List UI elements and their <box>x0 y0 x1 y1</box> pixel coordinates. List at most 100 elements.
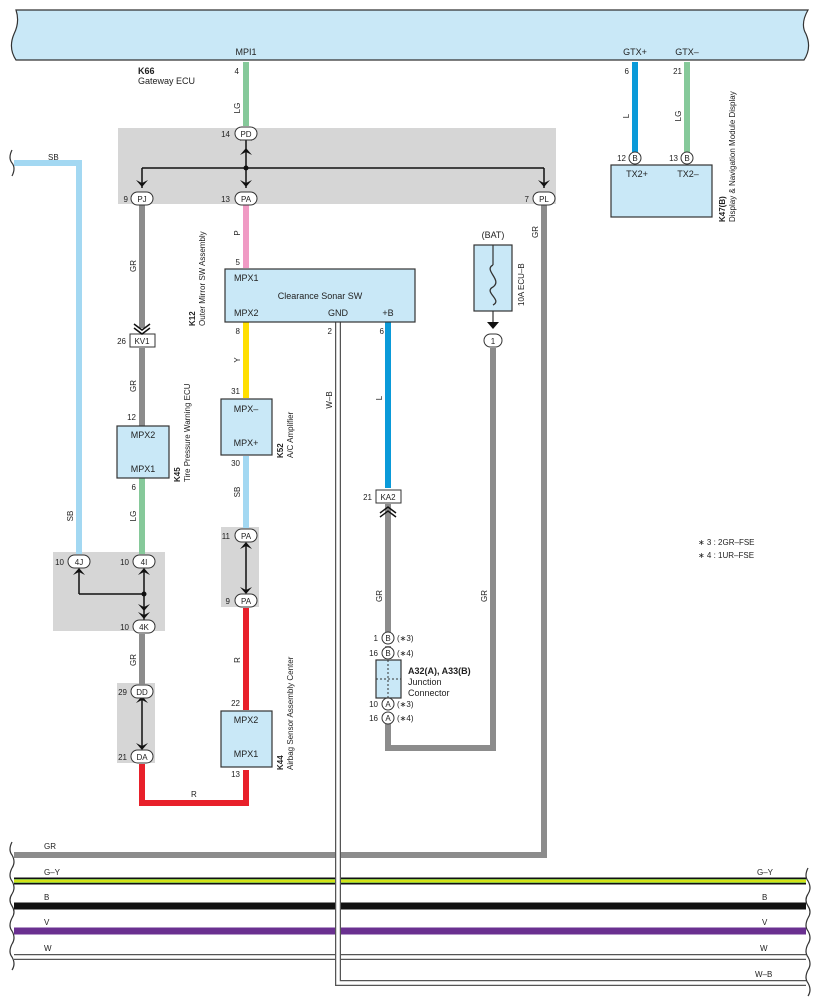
gateway-bus <box>10 9 810 61</box>
wire-label-lg: LG <box>129 511 138 522</box>
gateway-name: Gateway ECU <box>138 76 195 86</box>
pin-label: 31 <box>231 387 240 396</box>
connector-4j: 4J <box>75 558 83 567</box>
gateway-port-mpi1: MPI1 <box>235 47 256 57</box>
fuse-name: 10A ECU–B <box>517 263 526 306</box>
wire-label-gr: GR <box>129 654 138 666</box>
variant-tag-4: (∗4) <box>397 714 414 723</box>
wire-label-wb: W–B <box>325 391 334 408</box>
wire-gr-pl <box>14 204 547 858</box>
wire-label-gr: GR <box>44 842 56 851</box>
junction-dot <box>141 591 147 597</box>
wire-label-w: W <box>44 944 52 953</box>
variant-tag-4: (∗4) <box>397 649 414 658</box>
pin-label: 30 <box>231 459 240 468</box>
sonar-mpx2: MPX2 <box>234 308 259 318</box>
pin-label: 10 <box>120 558 129 567</box>
connector-4k: 4K <box>139 623 149 632</box>
pin-label: 16 <box>369 714 378 723</box>
junction-dot <box>243 165 249 171</box>
wire-label-b: B <box>44 893 49 902</box>
ac-mpx-minus: MPX– <box>234 404 259 414</box>
wire-label-v: V <box>762 918 768 927</box>
pin-label: 13 <box>669 154 678 163</box>
wire-label-r: R <box>191 790 197 799</box>
pin-label: 6 <box>625 67 630 76</box>
wire-label-y: Y <box>233 357 242 363</box>
wire-label-lg: LG <box>674 111 683 122</box>
wire-break-marks <box>9 149 811 997</box>
airbag-code: K44 <box>276 755 285 770</box>
pin-label: 5 <box>236 258 241 267</box>
pin-label: 10 <box>120 623 129 632</box>
junction-block-top <box>118 128 556 204</box>
fuse-icon <box>489 264 497 306</box>
airbag-mpx1: MPX1 <box>234 749 259 759</box>
tire-pressure-ecu-box <box>116 425 170 479</box>
wire-label-gr: GR <box>531 226 540 238</box>
wire-label-v: V <box>44 918 50 927</box>
fuse-pin: 1 <box>491 337 496 346</box>
ka2-connector <box>375 489 402 504</box>
sonar-mpx1: MPX1 <box>234 273 259 283</box>
pin-label: 26 <box>117 337 126 346</box>
wire-label-gr: GR <box>129 260 138 272</box>
pin-label: 11 <box>222 532 231 541</box>
variant-tag-3: (∗3) <box>397 634 414 643</box>
circle-connectors <box>381 151 694 725</box>
gateway-port-gtx-minus: GTX– <box>675 47 699 57</box>
pin-label: 2 <box>328 327 333 336</box>
pin-label: 6 <box>132 483 137 492</box>
wire-sb-left <box>14 160 82 554</box>
pill-connectors <box>67 126 556 764</box>
variant-tag-3: (∗3) <box>397 700 414 709</box>
wire-label-b: B <box>762 893 767 902</box>
sonar-title: Clearance Sonar SW <box>278 291 363 301</box>
tire-mpx1: MPX1 <box>131 464 156 474</box>
tire-mpx2: MPX2 <box>131 430 156 440</box>
connector-pa: PA <box>241 195 252 204</box>
pin-label: 22 <box>231 699 240 708</box>
wire-label-sb: SB <box>233 487 242 498</box>
pin-label: 13 <box>231 770 240 779</box>
tire-name: Tire Pressure Warning ECU <box>183 383 192 482</box>
pin-label: 21 <box>673 67 682 76</box>
wire-label-l: L <box>622 113 631 118</box>
wire-label-gr: GR <box>375 590 384 602</box>
pin-label: 9 <box>226 597 231 606</box>
pin-label: 10 <box>369 700 378 709</box>
junction-connector-code: A32(A), A33(B) <box>408 666 471 676</box>
airbag-mpx2: MPX2 <box>234 715 259 725</box>
junction-connector-icon <box>375 659 402 699</box>
pin-label: 4 <box>235 67 240 76</box>
wire-label-sb: SB <box>48 153 59 162</box>
connector-ka2: KA2 <box>380 493 396 502</box>
connector-da: DA <box>136 753 148 762</box>
sonar-name: Outer Mirror SW Assembly <box>198 231 207 326</box>
pin-label: 10 <box>55 558 64 567</box>
connector-pa: PA <box>241 532 252 541</box>
connector-4i: 4I <box>141 558 148 567</box>
wire-label-gr: GR <box>129 380 138 392</box>
pin-label: 21 <box>363 493 372 502</box>
display-code: K47(B) <box>718 196 727 222</box>
connector-b: B <box>632 154 637 163</box>
pin-label: 12 <box>617 154 626 163</box>
wire-label-lg: LG <box>233 103 242 114</box>
connector-b: B <box>385 634 390 643</box>
junction-connector-name-2: Connector <box>408 688 450 698</box>
pin-label: 12 <box>127 413 136 422</box>
wire-gr-fuse <box>385 348 496 751</box>
wire-label-gy: G–Y <box>757 868 774 877</box>
sonar-plus-b: +B <box>382 308 393 318</box>
pin-label: 8 <box>236 327 241 336</box>
clearance-sonar-box <box>224 268 416 323</box>
display-tx2-plus: TX2+ <box>626 169 648 179</box>
connector-b: B <box>385 649 390 658</box>
pin-label: 16 <box>369 649 378 658</box>
connector-pl: PL <box>539 195 549 204</box>
connector-b: B <box>684 154 689 163</box>
pin-label: 6 <box>380 327 385 336</box>
wire-label-gy: G–Y <box>44 868 61 877</box>
